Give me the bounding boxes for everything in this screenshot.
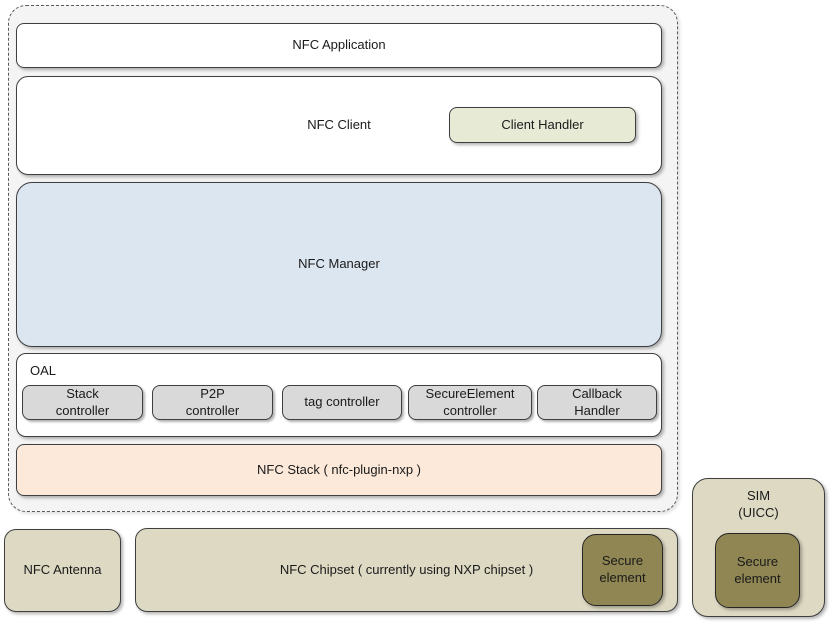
sim-secure-element-box: Secure element [715, 533, 800, 608]
callback-handler-box: Callback Handler [537, 385, 657, 420]
nfc-manager-box: NFC Manager [16, 182, 662, 347]
oal-label: OAL [30, 363, 57, 378]
sim-uicc-label: SIM (UICC) [738, 488, 779, 520]
chipset-secure-element-box: Secure element [582, 534, 663, 606]
nfc-stack-box: NFC Stack ( nfc-plugin-nxp ) [16, 444, 662, 496]
nfc-application-box: NFC Application [16, 23, 662, 68]
stack-controller-box: Stack controller [22, 385, 143, 420]
tag-controller-box: tag controller [282, 385, 402, 420]
client-handler-box: Client Handler [449, 107, 636, 143]
nfc-antenna-box: NFC Antenna [4, 529, 121, 612]
secure-element-controller-box: SecureElement controller [408, 385, 532, 420]
p2p-controller-box: P2P controller [152, 385, 273, 420]
